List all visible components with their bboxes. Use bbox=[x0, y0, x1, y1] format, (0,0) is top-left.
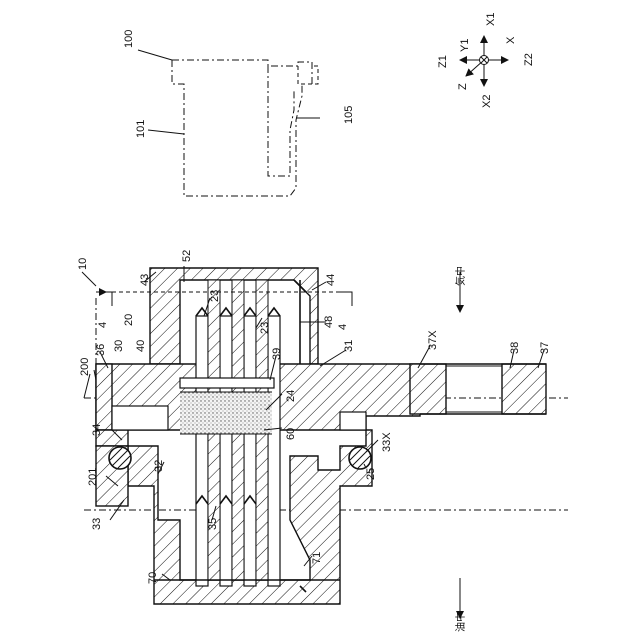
ref-200: 200 bbox=[79, 358, 91, 376]
axis-y1: Y1 bbox=[459, 39, 471, 52]
ref-48: 48 bbox=[323, 316, 335, 328]
axes-indicator: X1 X Z2 X2 Z1 Y1 Z bbox=[437, 13, 535, 108]
ref-38: 38 bbox=[509, 342, 521, 354]
ref-36: 36 bbox=[95, 344, 107, 356]
ref-52: 52 bbox=[181, 250, 193, 262]
ref-34: 34 bbox=[91, 424, 103, 436]
ref-37: 37 bbox=[539, 342, 551, 354]
axis-z1: Z1 bbox=[437, 55, 449, 68]
ref-30: 30 bbox=[113, 340, 125, 352]
ref-37x: 37X bbox=[427, 330, 439, 350]
label-100: 100 bbox=[123, 30, 135, 48]
axis-x2: X2 bbox=[481, 95, 493, 108]
ref-40: 40 bbox=[135, 340, 147, 352]
main-cross-section: 10 4 43 52 44 23 23 30 20 40 48 4 36 200… bbox=[77, 250, 568, 632]
ref-33x: 33X bbox=[381, 432, 393, 452]
plate-37 bbox=[502, 364, 546, 414]
o-ring-left bbox=[109, 447, 131, 469]
ref-24: 24 bbox=[285, 390, 297, 402]
ref-70: 70 bbox=[147, 572, 159, 584]
seal-material-24 bbox=[180, 392, 272, 434]
ref-32: 32 bbox=[153, 460, 165, 472]
axis-x: X bbox=[505, 36, 517, 44]
plate-window-38 bbox=[446, 366, 502, 412]
ref-4a: 4 bbox=[97, 322, 109, 328]
upper-part-100: 100 101 105 bbox=[123, 30, 355, 196]
ref-31: 31 bbox=[343, 340, 355, 352]
ref-43: 43 bbox=[139, 274, 151, 286]
ref-71: 71 bbox=[311, 552, 323, 564]
ref-39: 39 bbox=[271, 348, 283, 360]
ref-44: 44 bbox=[325, 274, 337, 286]
gas-side-label: 気中 bbox=[454, 266, 467, 286]
ref-201: 201 bbox=[87, 468, 99, 486]
ref-23b: 23 bbox=[259, 322, 271, 334]
flange-36 bbox=[96, 364, 112, 430]
label-101: 101 bbox=[135, 120, 147, 138]
ref-25: 25 bbox=[365, 468, 377, 480]
ref-20: 20 bbox=[123, 314, 135, 326]
ref-33: 33 bbox=[91, 518, 103, 530]
ref-4b: 4 bbox=[337, 324, 349, 330]
ref-35: 35 bbox=[207, 518, 219, 530]
oil-side-label: 油中 bbox=[454, 612, 467, 632]
plate-37x bbox=[410, 364, 446, 414]
axis-z2: Z2 bbox=[523, 53, 535, 66]
ref-23a: 23 bbox=[209, 290, 221, 302]
ref-60: 60 bbox=[285, 428, 297, 440]
axis-x1: X1 bbox=[485, 13, 497, 26]
label-105: 105 bbox=[343, 106, 355, 124]
ref-10: 10 bbox=[77, 258, 89, 270]
axis-z: Z bbox=[457, 83, 469, 90]
